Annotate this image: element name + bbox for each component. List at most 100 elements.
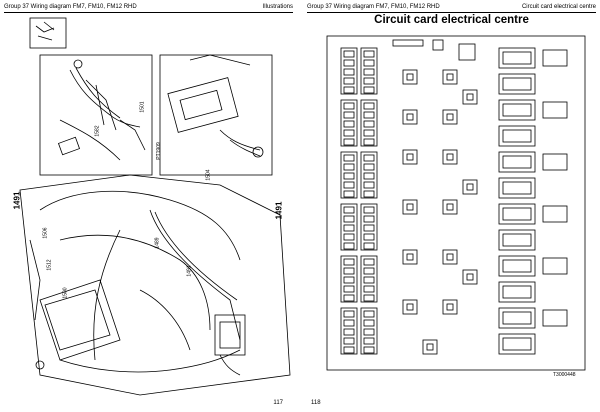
relay-pin: [406, 73, 414, 81]
connector-pins: [502, 311, 532, 325]
fuse-slot: [343, 276, 355, 284]
left-header-title: Group 37 Wiring diagram FM7, FM10, FM12 …: [4, 4, 137, 10]
relay-pin: [466, 183, 474, 191]
fuse-slot: [363, 50, 375, 58]
relay-socket: [442, 249, 458, 265]
connector-block: [498, 73, 536, 95]
left-vertical-figure-number: 1491: [12, 191, 22, 210]
relay-socket: [422, 339, 438, 355]
connector-block: [498, 281, 536, 303]
fuse-slot: [363, 233, 375, 241]
connector-block: [498, 203, 536, 225]
fuse-slot: [343, 319, 355, 327]
left-page-number: 117: [273, 400, 283, 406]
fuse-block: [340, 151, 358, 199]
connector-block: [542, 257, 568, 275]
connector-block: [498, 333, 536, 355]
connector-block: [498, 255, 536, 277]
callout-label: 1504: [205, 169, 212, 181]
right-header-title: Group 37 Wiring diagram FM7, FM10, FM12 …: [307, 4, 440, 10]
fuse-slot: [343, 346, 355, 354]
left-page-header: Group 37 Wiring diagram FM7, FM10, FM12 …: [4, 2, 293, 13]
connector-block: [498, 229, 536, 251]
fuse-slot: [343, 206, 355, 214]
right-header-section: Circuit card electrical centre: [521, 4, 596, 10]
fuse-block: [340, 99, 358, 147]
callout-label: 1491: [186, 265, 193, 277]
fuse-block: [360, 47, 378, 95]
callout-label: 1489: [154, 237, 161, 249]
relay-socket: [402, 249, 418, 265]
relay-socket: [402, 149, 418, 165]
fuse-slot: [343, 190, 355, 198]
fuse-slot: [363, 190, 375, 198]
fuse-slot: [343, 328, 355, 336]
fuse-slot: [363, 111, 375, 119]
fuse-slot: [363, 154, 375, 162]
relay-pin: [446, 73, 454, 81]
callout-label: 1512: [46, 259, 53, 271]
relay-sockets: [402, 69, 478, 355]
fuse-slot: [363, 215, 375, 223]
fuse-slot: [363, 310, 375, 318]
fuse-slot: [343, 154, 355, 162]
fuse-slot: [343, 285, 355, 293]
connector-pins: [502, 77, 532, 91]
left-page: Group 37 Wiring diagram FM7, FM10, FM12 …: [0, 0, 297, 412]
fuse-slot: [363, 172, 375, 180]
relay-pin: [446, 153, 454, 161]
relay-pin: [406, 253, 414, 261]
connector-block: [542, 309, 568, 327]
relay-pin: [446, 203, 454, 211]
fuse-slot: [343, 172, 355, 180]
connector-pins: [502, 233, 532, 247]
relay-socket: [402, 109, 418, 125]
callout-label: PT1909: [155, 142, 162, 160]
fuse-slot: [343, 258, 355, 266]
fuse-slot: [363, 206, 375, 214]
fuse-block: [340, 47, 358, 95]
relay-socket: [442, 149, 458, 165]
fuse-block: [340, 203, 358, 251]
fuse-slot: [363, 258, 375, 266]
connector-detail-inset: [39, 54, 153, 176]
connector-pins: [502, 207, 532, 221]
fuse-slot: [343, 215, 355, 223]
fuse-slot: [343, 120, 355, 128]
fuse-slot: [343, 138, 355, 146]
fuse-block: [360, 255, 378, 303]
relay-pin: [446, 113, 454, 121]
fuse-slot: [343, 59, 355, 67]
fuse-block: [340, 255, 358, 303]
fuse-slot: [343, 310, 355, 318]
fuse-slot: [363, 163, 375, 171]
connector-pins: [502, 181, 532, 195]
relay-socket: [442, 69, 458, 85]
connector-block: [542, 153, 568, 171]
fuse-slot: [363, 102, 375, 110]
locator-inset-box: [29, 17, 67, 49]
connector-pins: [502, 337, 532, 351]
connector-pins: [502, 103, 532, 117]
fuse-slot: [343, 68, 355, 76]
fuse-slot: [363, 294, 375, 302]
fuse-slot: [343, 111, 355, 119]
fuse-slot: [363, 77, 375, 85]
connector-pins: [502, 129, 532, 143]
figure-stamp: T3000448: [553, 372, 576, 378]
fuse-slot: [363, 120, 375, 128]
fuse-slot: [363, 319, 375, 327]
fuse-slot: [363, 285, 375, 293]
relay-pin: [466, 273, 474, 281]
relay-pin: [406, 203, 414, 211]
callout-label: 1506: [42, 227, 49, 239]
connector-pins: [502, 51, 532, 65]
fuse-block: [360, 203, 378, 251]
fuse-slot: [363, 267, 375, 275]
relay-pin: [406, 153, 414, 161]
fuse-slot: [363, 86, 375, 94]
fuse-slot: [343, 337, 355, 345]
relay-pin: [466, 93, 474, 101]
right-page-header: Group 37 Wiring diagram FM7, FM10, FM12 …: [307, 2, 596, 13]
fuse-slot: [363, 224, 375, 232]
